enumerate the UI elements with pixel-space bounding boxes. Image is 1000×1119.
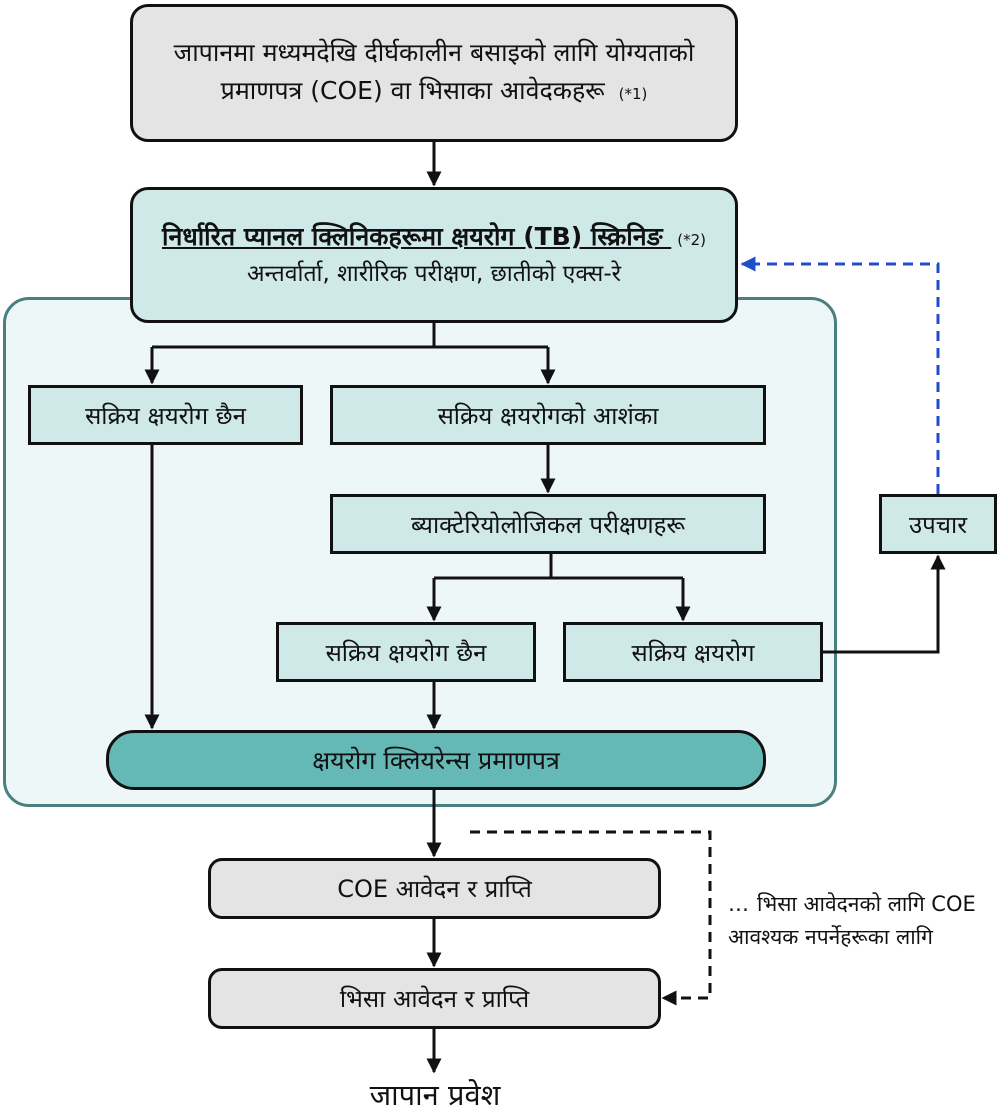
screening-title: निर्धारित प्यानल क्लिनिकहरूमा क्षयरोग (T… — [161, 221, 663, 251]
arrow-active-to-treatment — [823, 554, 946, 654]
coe-step-box: COE आवेदन र प्राप्ति — [208, 858, 661, 919]
screening-note: (*2) — [677, 230, 707, 249]
clearance-certificate-box: क्षयरोग क्लियरेन्स प्रमाणपत्र — [106, 730, 766, 790]
visa-step-label: भिसा आवेदन र प्राप्ति — [339, 985, 530, 1013]
coe-step-label: COE आवेदन र प्राप्ति — [337, 875, 532, 903]
dashed-arrow-treatment-to-screening — [740, 256, 940, 494]
applicant-note: (*1) — [618, 84, 648, 103]
bacteriological-tests-label: ब्याक्टेरियोलोजिकल परीक्षणहरू — [411, 510, 685, 539]
treatment-box: उपचार — [879, 494, 997, 554]
visa-step-box: भिसा आवेदन र प्राप्ति — [208, 968, 661, 1029]
treatment-label: उपचार — [908, 510, 968, 539]
bacteriological-tests-box: ब्याक्टेरियोलोजिकल परीक्षणहरू — [330, 494, 766, 554]
no-active-tb-box-1: सक्रिय क्षयरोग छैन — [28, 385, 303, 445]
screening-subtitle: अन्तर्वार्ता, शारीरिक परीक्षण, छातीको एक… — [246, 260, 622, 287]
suspected-tb-label: सक्रिय क्षयरोगको आशंका — [437, 401, 659, 430]
side-note-dots: … — [728, 892, 749, 916]
active-tb-box: सक्रिय क्षयरोग — [563, 622, 823, 682]
dashed-arrow-bypass-coe — [470, 830, 712, 1006]
no-active-tb-box-2: सक्रिय क्षयरोग छैन — [276, 622, 536, 682]
no-active-tb-label-2: सक्रिय क्षयरोग छैन — [325, 638, 487, 667]
clearance-certificate-label: क्षयरोग क्लियरेन्स प्रमाणपत्र — [312, 746, 560, 775]
side-note: …भिसा आवेदनको लागि COE आवश्यक नपर्नेहरूक… — [728, 888, 998, 954]
screening-box: निर्धारित प्यानल क्लिनिकहरूमा क्षयरोग (T… — [130, 187, 738, 323]
side-note-text: भिसा आवेदनको लागि COE आवश्यक नपर्नेहरूका… — [728, 892, 976, 949]
applicant-text: जापानमा मध्यमदेखि दीर्घकालीन बसाइको लागि… — [173, 37, 695, 105]
no-active-tb-label-1: सक्रिय क्षयरोग छैन — [85, 401, 246, 430]
applicant-box: जापानमा मध्यमदेखि दीर्घकालीन बसाइको लागि… — [130, 4, 738, 142]
suspected-tb-box: सक्रिय क्षयरोगको आशंका — [330, 385, 766, 445]
active-tb-label: सक्रिय क्षयरोग — [631, 638, 755, 667]
japan-entry-label: जापान प्रवेश — [369, 1078, 501, 1112]
